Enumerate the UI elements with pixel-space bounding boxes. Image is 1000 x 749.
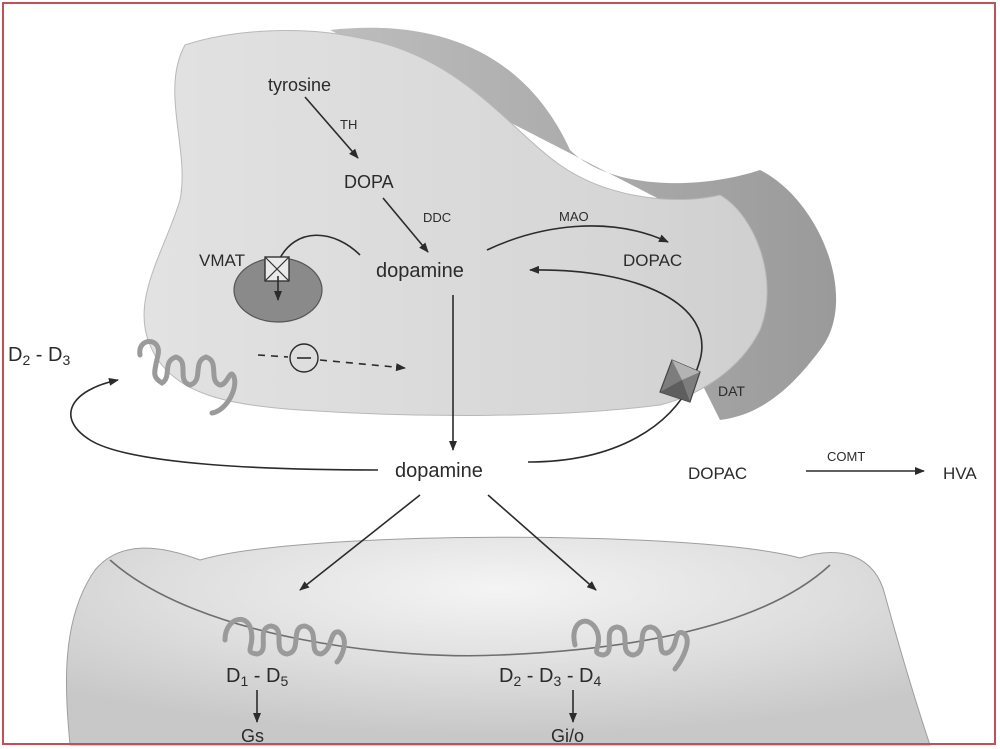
label-dopac-pre: DOPAC: [623, 251, 682, 270]
label-tyrosine: tyrosine: [268, 75, 331, 95]
label-dopamine-pre: dopamine: [376, 260, 464, 282]
label-dopa: DOPA: [344, 172, 394, 192]
label-dopamine-cleft: dopamine: [395, 460, 483, 482]
label-d1-d5: D1 - D5: [226, 665, 288, 689]
label-gio: Gi/o: [551, 726, 584, 746]
label-hva: HVA: [943, 464, 977, 483]
label-th: TH: [340, 117, 357, 132]
label-ddc: DDC: [423, 210, 451, 225]
postsynaptic-cell: [66, 537, 930, 745]
vmat-transporter-icon: [265, 257, 289, 281]
label-vmat: VMAT: [199, 251, 245, 270]
presynaptic-terminal: [144, 31, 767, 416]
label-gs: Gs: [241, 726, 264, 746]
label-autoreceptor: D2 - D3: [8, 344, 70, 368]
label-comt: COMT: [827, 449, 865, 464]
label-mao: MAO: [559, 209, 589, 224]
label-dat: DAT: [718, 383, 745, 399]
label-dopac-cleft: DOPAC: [688, 464, 747, 483]
